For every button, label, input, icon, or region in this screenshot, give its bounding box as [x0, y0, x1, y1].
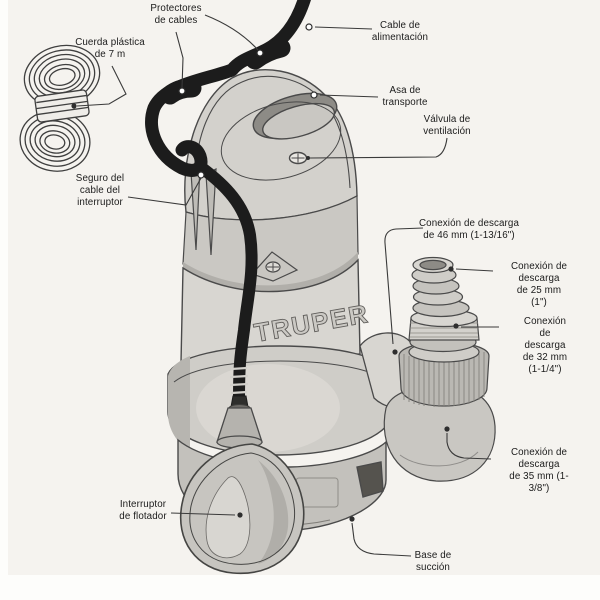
pump-body: TRUPER: [180, 258, 372, 363]
leader-vent-valve: [309, 137, 448, 159]
label-vent-valve: Válvula de ventilación: [423, 114, 471, 137]
leader-power-cable: [314, 26, 373, 30]
label-suction-base: Base de succión: [414, 550, 452, 573]
label-discharge-32mm: Conexión de descarga de 32 mm (1-1/4"): [522, 316, 568, 375]
leader-cable-protectors-b: [204, 14, 259, 51]
discharge-connector: [383, 256, 496, 482]
float-switch-body: [179, 443, 305, 575]
label-discharge-35mm: Conexión de descarga de 35 mm (1-3/8"): [509, 447, 569, 494]
label-power-cable: Cable de alimentación: [371, 20, 429, 43]
rope-coil: [19, 44, 101, 172]
label-carry-handle: Asa de transporte: [382, 85, 428, 108]
connector-opening: [419, 259, 447, 271]
label-discharge-25mm: Conexión de descarga de 25 mm (1"): [510, 261, 568, 308]
leader-dots: [71, 23, 459, 522]
label-plastic-rope: Cuerda plástica de 7 m: [75, 37, 145, 60]
leader-float-switch: [170, 512, 236, 516]
power-cable: [145, 0, 311, 404]
leader-switch-cable-lock: [127, 177, 202, 206]
label-cable-protectors: Protectores de cables: [150, 3, 202, 26]
label-discharge-46mm: Conexión de descarga de 46 mm (1-13/16"): [418, 218, 520, 241]
pump-volute: [167, 345, 393, 456]
label-switch-cable-lock: Seguro del cable del interruptor: [75, 173, 125, 208]
leader-cable-protectors-a: [175, 31, 184, 89]
leader-discharge-46mm: [384, 227, 424, 345]
label-float-switch: Interruptor de flotador: [119, 499, 167, 522]
leader-discharge-25mm: [455, 268, 494, 272]
leader-discharge-35mm: [446, 433, 492, 460]
base-notch: [356, 461, 384, 498]
cable-protector-sleeve: [245, 38, 291, 70]
vent-valve-screw: [288, 151, 308, 165]
switch-cable: [196, 162, 258, 404]
leader-suction-base: [351, 522, 412, 557]
leader-carry-handle: [319, 94, 379, 98]
leader-lines: [76, 14, 499, 557]
housing-screw: [265, 261, 281, 273]
leader-plastic-rope: [76, 65, 127, 107]
